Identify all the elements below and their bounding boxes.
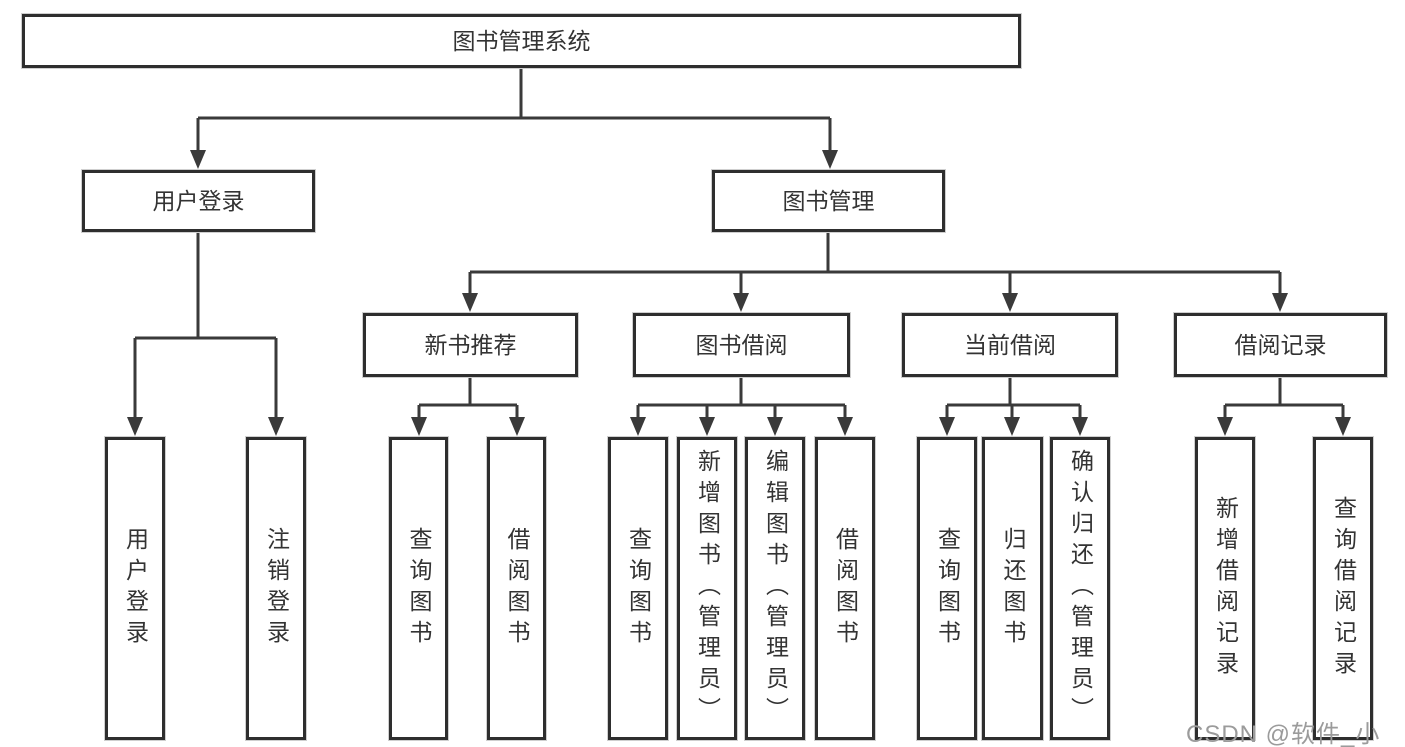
leaf-borrow-borrow-book: 借阅图书 bbox=[815, 437, 875, 740]
node-user-login: 用户登录 bbox=[82, 170, 315, 232]
leaf-current-confirm-return-admin: 确认归还（管理员） bbox=[1050, 437, 1110, 740]
leaf-borrow-query-book: 查询图书 bbox=[608, 437, 668, 740]
watermark: CSDN @软件_小贺同学 bbox=[1186, 721, 1381, 747]
leaf-borrow-edit-book-admin: 编辑图书（管理员） bbox=[745, 437, 805, 740]
leaf-borrow-add-book-admin: 新增图书（管理员） bbox=[677, 437, 737, 740]
leaf-user-login: 用户登录 bbox=[105, 437, 165, 740]
leaf-logout: 注销登录 bbox=[246, 437, 306, 740]
leaf-records-query-record: 查询借阅记录 bbox=[1313, 437, 1373, 740]
node-current-borrow: 当前借阅 bbox=[902, 313, 1118, 377]
leaf-recommend-borrow-book: 借阅图书 bbox=[487, 437, 546, 740]
leaf-recommend-query-book: 查询图书 bbox=[389, 437, 448, 740]
leaf-current-query-book: 查询图书 bbox=[917, 437, 977, 740]
node-borrow-records: 借阅记录 bbox=[1174, 313, 1387, 377]
arrowhead-icons bbox=[127, 150, 1351, 436]
leaf-current-return-book: 归还图书 bbox=[982, 437, 1043, 740]
node-book-borrow: 图书借阅 bbox=[633, 313, 850, 377]
node-book-management: 图书管理 bbox=[712, 170, 945, 232]
node-root: 图书管理系统 bbox=[22, 14, 1021, 68]
leaf-records-add-record: 新增借阅记录 bbox=[1195, 437, 1255, 740]
node-new-book-recommend: 新书推荐 bbox=[363, 313, 578, 377]
